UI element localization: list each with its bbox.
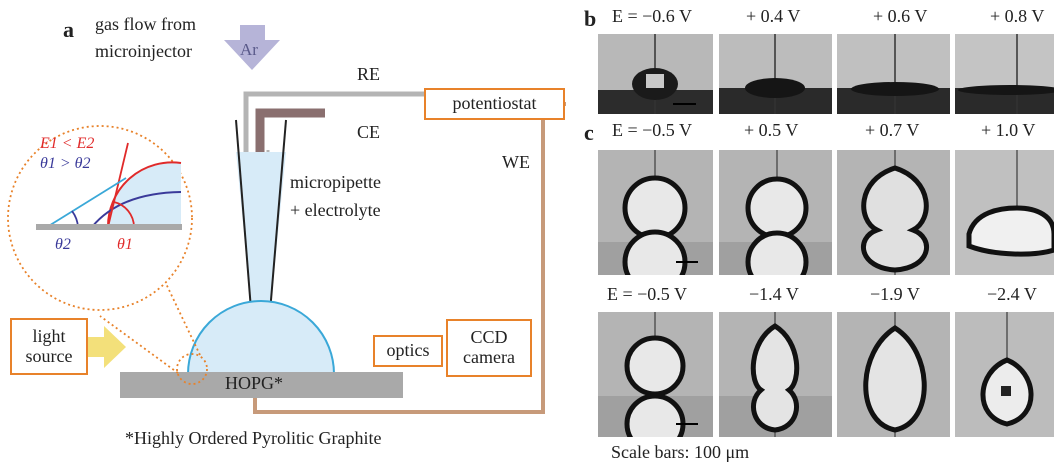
re-label: RE	[357, 64, 381, 84]
panel-b-label-2: + 0.4 V	[746, 6, 801, 26]
hopg-substrate	[120, 372, 403, 398]
optics-box: optics	[373, 335, 443, 367]
inset-theta1: θ1	[117, 236, 133, 253]
panel-b-letter: b	[584, 6, 597, 31]
droplet	[186, 300, 336, 375]
panel-c-row2-image-1	[598, 312, 713, 437]
gas-flow-label: gas flow from	[95, 14, 196, 34]
panel-c-row1-label-1: E = −0.5 V	[612, 120, 692, 140]
panel-b-image-3	[837, 34, 950, 114]
hopg-label: HOPG*	[225, 373, 284, 393]
panel-a: a gas flow from microinjector Ar RE CE p…	[7, 14, 566, 448]
optics-label: optics	[386, 340, 430, 361]
footnote: *Highly Ordered Pyrolitic Graphite	[125, 428, 382, 448]
panel-c-row1-image-4	[955, 150, 1054, 275]
ar-label: Ar	[240, 40, 258, 59]
panel-c-row2-image-4	[955, 312, 1054, 437]
camera-label: camera	[463, 347, 515, 367]
ccd-camera-box: CCD camera	[446, 319, 532, 377]
potentiostat-label: potentiostat	[452, 93, 537, 114]
setup-diagram	[7, 25, 566, 414]
panel-b-image-1	[598, 34, 713, 114]
panel-c-row1-label-3: + 0.7 V	[865, 120, 920, 140]
panel-c-row2-image-3	[837, 312, 950, 437]
electrolyte-fill	[236, 152, 286, 355]
light-source-box: light source	[10, 318, 88, 375]
source-label: source	[25, 345, 73, 366]
panel-c-row2-label-2: −1.4 V	[749, 284, 799, 304]
panel-b-label-1: E = −0.6 V	[612, 6, 692, 26]
inset-theta2: θ2	[55, 236, 71, 253]
potentiostat-box: potentiostat	[424, 88, 565, 120]
panel-c-row1-label-4: + 1.0 V	[981, 120, 1036, 140]
inset-drop-red	[106, 161, 182, 228]
inset-e-relation: E1 < E2	[40, 135, 95, 152]
micropipette-label: micropipette	[290, 172, 381, 192]
panel-c-row2-image-2	[719, 312, 832, 437]
panel-c-row2-label-4: −2.4 V	[987, 284, 1037, 304]
light-label: light	[32, 325, 66, 346]
panel-c-row1-image-1	[598, 150, 713, 275]
ce-label: CE	[357, 122, 381, 142]
zoom-spot	[176, 353, 208, 385]
electrolyte-label: + electrolyte	[290, 200, 381, 220]
panel-b-image-2	[719, 34, 832, 114]
panel-c-letter: c	[584, 120, 594, 145]
panel-c-row1-image-2	[719, 150, 832, 275]
inset-theta-relation: θ1 > θ2	[40, 155, 91, 172]
panel-a-letter: a	[63, 17, 74, 42]
ar-arrow-icon	[224, 25, 280, 70]
panel-c-row1-image-3	[837, 150, 950, 275]
panel-b-image-4	[955, 34, 1054, 114]
microinjector-label: microinjector	[95, 41, 192, 61]
inset-drop-navy	[91, 191, 182, 228]
panel-c-row2-label-3: −1.9 V	[870, 284, 920, 304]
ccd-label: CCD	[470, 327, 508, 348]
panel-b-label-4: + 0.8 V	[990, 6, 1045, 26]
we-label: WE	[502, 152, 530, 172]
panel-c-row1-label-2: + 0.5 V	[744, 120, 799, 140]
panel-c-row2-label-1: E = −0.5 V	[607, 284, 687, 304]
scale-bars-label: Scale bars: 100 μm	[611, 442, 750, 462]
panel-b-label-3: + 0.6 V	[873, 6, 928, 26]
light-arrow-icon	[88, 326, 126, 368]
